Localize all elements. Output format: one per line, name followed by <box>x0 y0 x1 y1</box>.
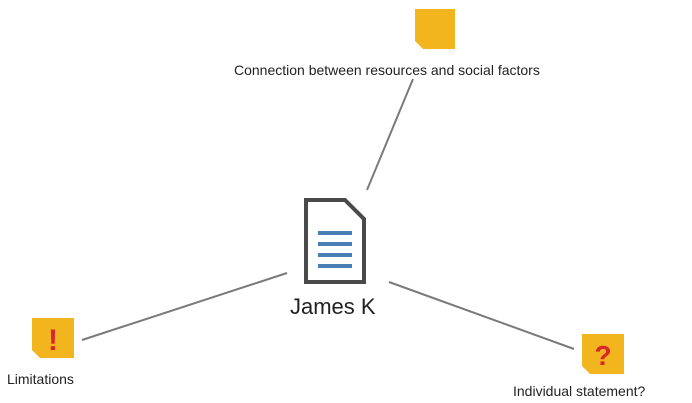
svg-text:!: ! <box>48 324 58 357</box>
node-james-k[interactable]: James K <box>290 197 400 327</box>
node-limitations[interactable]: ! Limitations <box>4 317 144 389</box>
node-individual-statement[interactable]: ? Individual statement? <box>510 333 690 403</box>
svg-text:?: ? <box>594 340 611 371</box>
tag-icon <box>415 9 455 49</box>
document-icon <box>304 198 366 284</box>
tag-question-icon: ? <box>582 334 624 374</box>
edge-center-left <box>81 272 288 341</box>
node-connection-resources-social[interactable]: Connection between resources and social … <box>228 8 648 80</box>
edge-center-top <box>366 78 414 191</box>
edge-center-right <box>388 281 575 350</box>
node-label-connection: Connection between resources and social … <box>234 62 540 78</box>
node-label-limitations: Limitations <box>7 371 74 387</box>
node-label-james-k: James K <box>290 294 376 319</box>
tag-warning-icon: ! <box>32 318 74 358</box>
node-label-individual-statement: Individual statement? <box>513 383 646 399</box>
